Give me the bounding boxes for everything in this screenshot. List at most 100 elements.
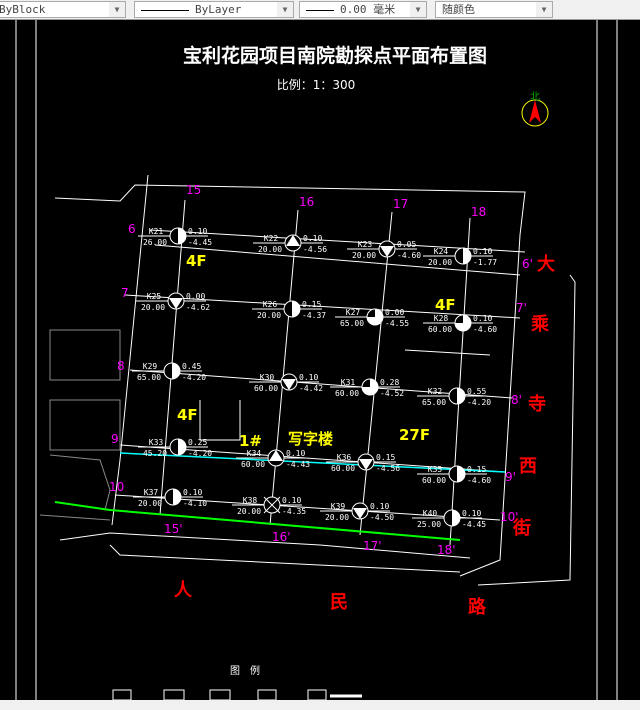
building-label: 4F [177,406,198,424]
linetype-dropdown[interactable]: ByBlock▼ [0,1,126,18]
borehole-top-elev: 0.10 [282,496,301,505]
drawing-scale: 比例：1：300 [277,78,356,92]
lineweight-dropdown[interactable]: 0.00 毫米 ▼ [299,1,427,18]
road-label: 人 [174,580,193,601]
borehole-id: K29 [143,362,158,371]
layer-linetype-dropdown[interactable]: ByLayer▼ [134,1,294,18]
borehole-id: K25 [147,292,162,301]
borehole-bottom-elev: -4.55 [385,319,409,328]
borehole-bottom-elev: -4.37 [302,311,326,320]
borehole-bottom-elev: -1.77 [473,258,497,267]
properties-toolbar: ByBlock▼ ByLayer▼ 0.00 毫米 ▼ 随颜色 ▼ [0,0,640,20]
borehole-depth: 26.00 [143,238,167,247]
cyan-line [119,452,506,473]
grid-label-top: 18 [471,205,486,219]
borehole-depth: 60.00 [254,384,278,393]
borehole-top-elev: 0.00 [385,308,404,317]
grid-label-bottom: 16' [272,530,291,544]
borehole-id: K35 [428,465,443,474]
grid-label-left: 8 [117,359,125,373]
borehole-top-elev: 0.10 [299,373,318,382]
borehole-bottom-elev: -4.43 [286,460,310,469]
borehole-id: K28 [434,314,449,323]
color-value: 随颜色 [442,3,475,16]
grid-label-left: 6 [128,222,136,236]
borehole-id: K27 [346,308,361,317]
borehole-depth: 20.00 [325,513,349,522]
borehole-top-elev: 0.25 [188,438,207,447]
borehole-depth: 60.00 [335,389,359,398]
borehole-bottom-elev: -4.20 [182,373,206,382]
road-label: 路 [468,596,487,618]
north-label: 北 [530,91,540,103]
chevron-down-icon: ▼ [536,2,552,17]
borehole-bottom-elev: -4.60 [397,251,421,260]
borehole-top-elev: 0.10 [462,509,481,518]
borehole-bottom-elev: -4.56 [376,464,400,473]
color-dropdown[interactable]: 随颜色 ▼ [435,1,553,18]
grid-label-right: 7' [516,301,527,315]
status-strip [0,700,640,710]
borehole-id: K34 [247,449,262,458]
grid-label-bottom: 17' [363,539,382,553]
borehole-depth: 65.00 [137,373,161,382]
grid-label-left: 10 [109,480,124,494]
borehole-id: K40 [423,509,438,518]
borehole-id: K39 [331,502,346,511]
building-label: 4F [186,252,207,270]
borehole-depth: 65.00 [422,398,446,407]
road-label: 大 [537,253,555,275]
layer-value: ByLayer [195,3,242,16]
building-label: 1# [239,432,262,450]
borehole-top-elev: 0.10 [473,314,492,323]
borehole-top-elev: 0.55 [467,387,486,396]
borehole-depth: 60.00 [331,464,355,473]
borehole-top-elev: 0.05 [397,240,416,249]
borehole-depth: 20.00 [257,311,281,320]
borehole-top-elev: 0.10 [370,502,389,511]
road-label: 西 [519,456,537,477]
borehole-id: K31 [341,378,356,387]
borehole-top-elev: 0.10 [183,488,202,497]
borehole-bottom-elev: -4.62 [186,303,210,312]
borehole-depth: 20.00 [258,245,282,254]
grid-label-top: 16 [299,195,314,209]
borehole-bottom-elev: -4.60 [467,476,491,485]
frame [15,20,618,700]
borehole-id: K32 [428,387,443,396]
grid-label-right: 10' [500,510,519,524]
borehole-top-elev: 0.15 [302,300,321,309]
borehole-id: K33 [149,438,164,447]
borehole-depth: 45.20 [143,449,167,458]
borehole-id: K30 [260,373,275,382]
chevron-down-icon: ▼ [410,2,426,17]
borehole-top-elev: 0.10 [188,227,207,236]
road-label: 民 [330,592,348,613]
lineweight-value: 0.00 毫米 [340,3,396,16]
section-line [54,501,461,541]
drawing-title: 宝利花园项目南院勘探点平面布置图 [183,44,487,67]
borehole-depth: 20.00 [428,258,452,267]
grid-label-right: 8' [511,393,522,407]
